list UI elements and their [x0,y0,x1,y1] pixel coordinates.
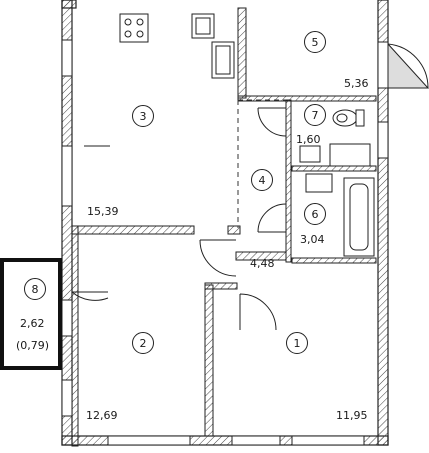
room-number-6: 6 [304,203,326,225]
washbasin-icon [299,145,321,163]
room-area-1: 11,95 [336,409,368,422]
room-area-6: 3,04 [300,233,325,246]
room-number-2: 2 [132,332,154,354]
stove-icon [119,13,149,43]
room-area-4: 4,48 [250,257,275,270]
interior-walls [71,7,377,447]
room-number-5: 5 [304,31,326,53]
washbasin-icon [305,173,333,193]
room-area-2: 12,69 [86,409,118,422]
room-area-8: 2,62 [20,317,45,330]
room-area-3: 15,39 [87,205,119,218]
zone-lines [237,99,286,228]
windows [61,39,389,446]
room-area-7: 1,60 [296,133,321,146]
bathroom-fixtures [84,109,375,257]
balcony-door [387,42,429,89]
room-area-5: 5,36 [344,77,369,90]
exterior-walls [61,0,389,446]
room-number-1: 1 [286,332,308,354]
room-number-8: 8 [24,278,46,300]
shower-icon [329,143,371,167]
kitchen-fixtures [119,13,235,79]
room-number-4: 4 [251,169,273,191]
room-area-8-reduced: (0,79) [16,339,50,352]
door-swings [199,107,287,331]
room-number-7: 7 [304,104,326,126]
room-number-3: 3 [132,105,154,127]
